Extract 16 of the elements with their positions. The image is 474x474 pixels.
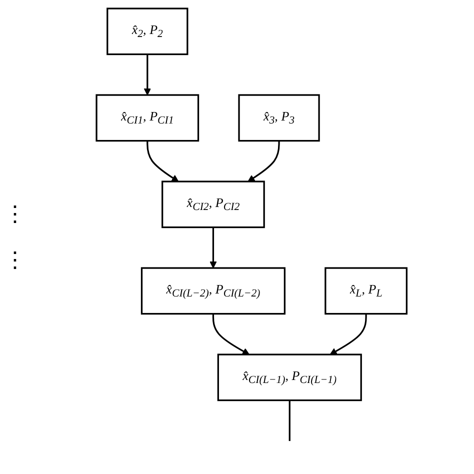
arrow: [146, 140, 180, 182]
ellipsis-dots: ⋮: [4, 201, 26, 227]
node-box: x̂$_{CI(L−2)}$, P$_{CI(L−2)}$: [141, 267, 286, 315]
arrow: [212, 314, 250, 355]
arrow: [248, 140, 280, 182]
arrow: [330, 314, 368, 355]
arrow: [210, 227, 218, 268]
arrow: [144, 54, 152, 96]
node-box: x̂$_{CI2}$, P$_{CI2}$: [162, 180, 266, 228]
node-box: x̂$_{L}$, P$_{L}$: [325, 267, 408, 315]
connector: [289, 400, 291, 442]
node-box: x̂$_{CI(L−1)}$, P$_{CI(L−1)}$: [218, 354, 362, 402]
node-box: x̂$_{2}$, P$_{2}$: [106, 8, 189, 56]
ellipsis-dots: ⋮: [4, 247, 26, 273]
node-box: x̂$_{3}$, P$_{3}$: [238, 94, 320, 142]
node-box: x̂$_{CI1}$, P$_{CI1}$: [96, 94, 200, 142]
